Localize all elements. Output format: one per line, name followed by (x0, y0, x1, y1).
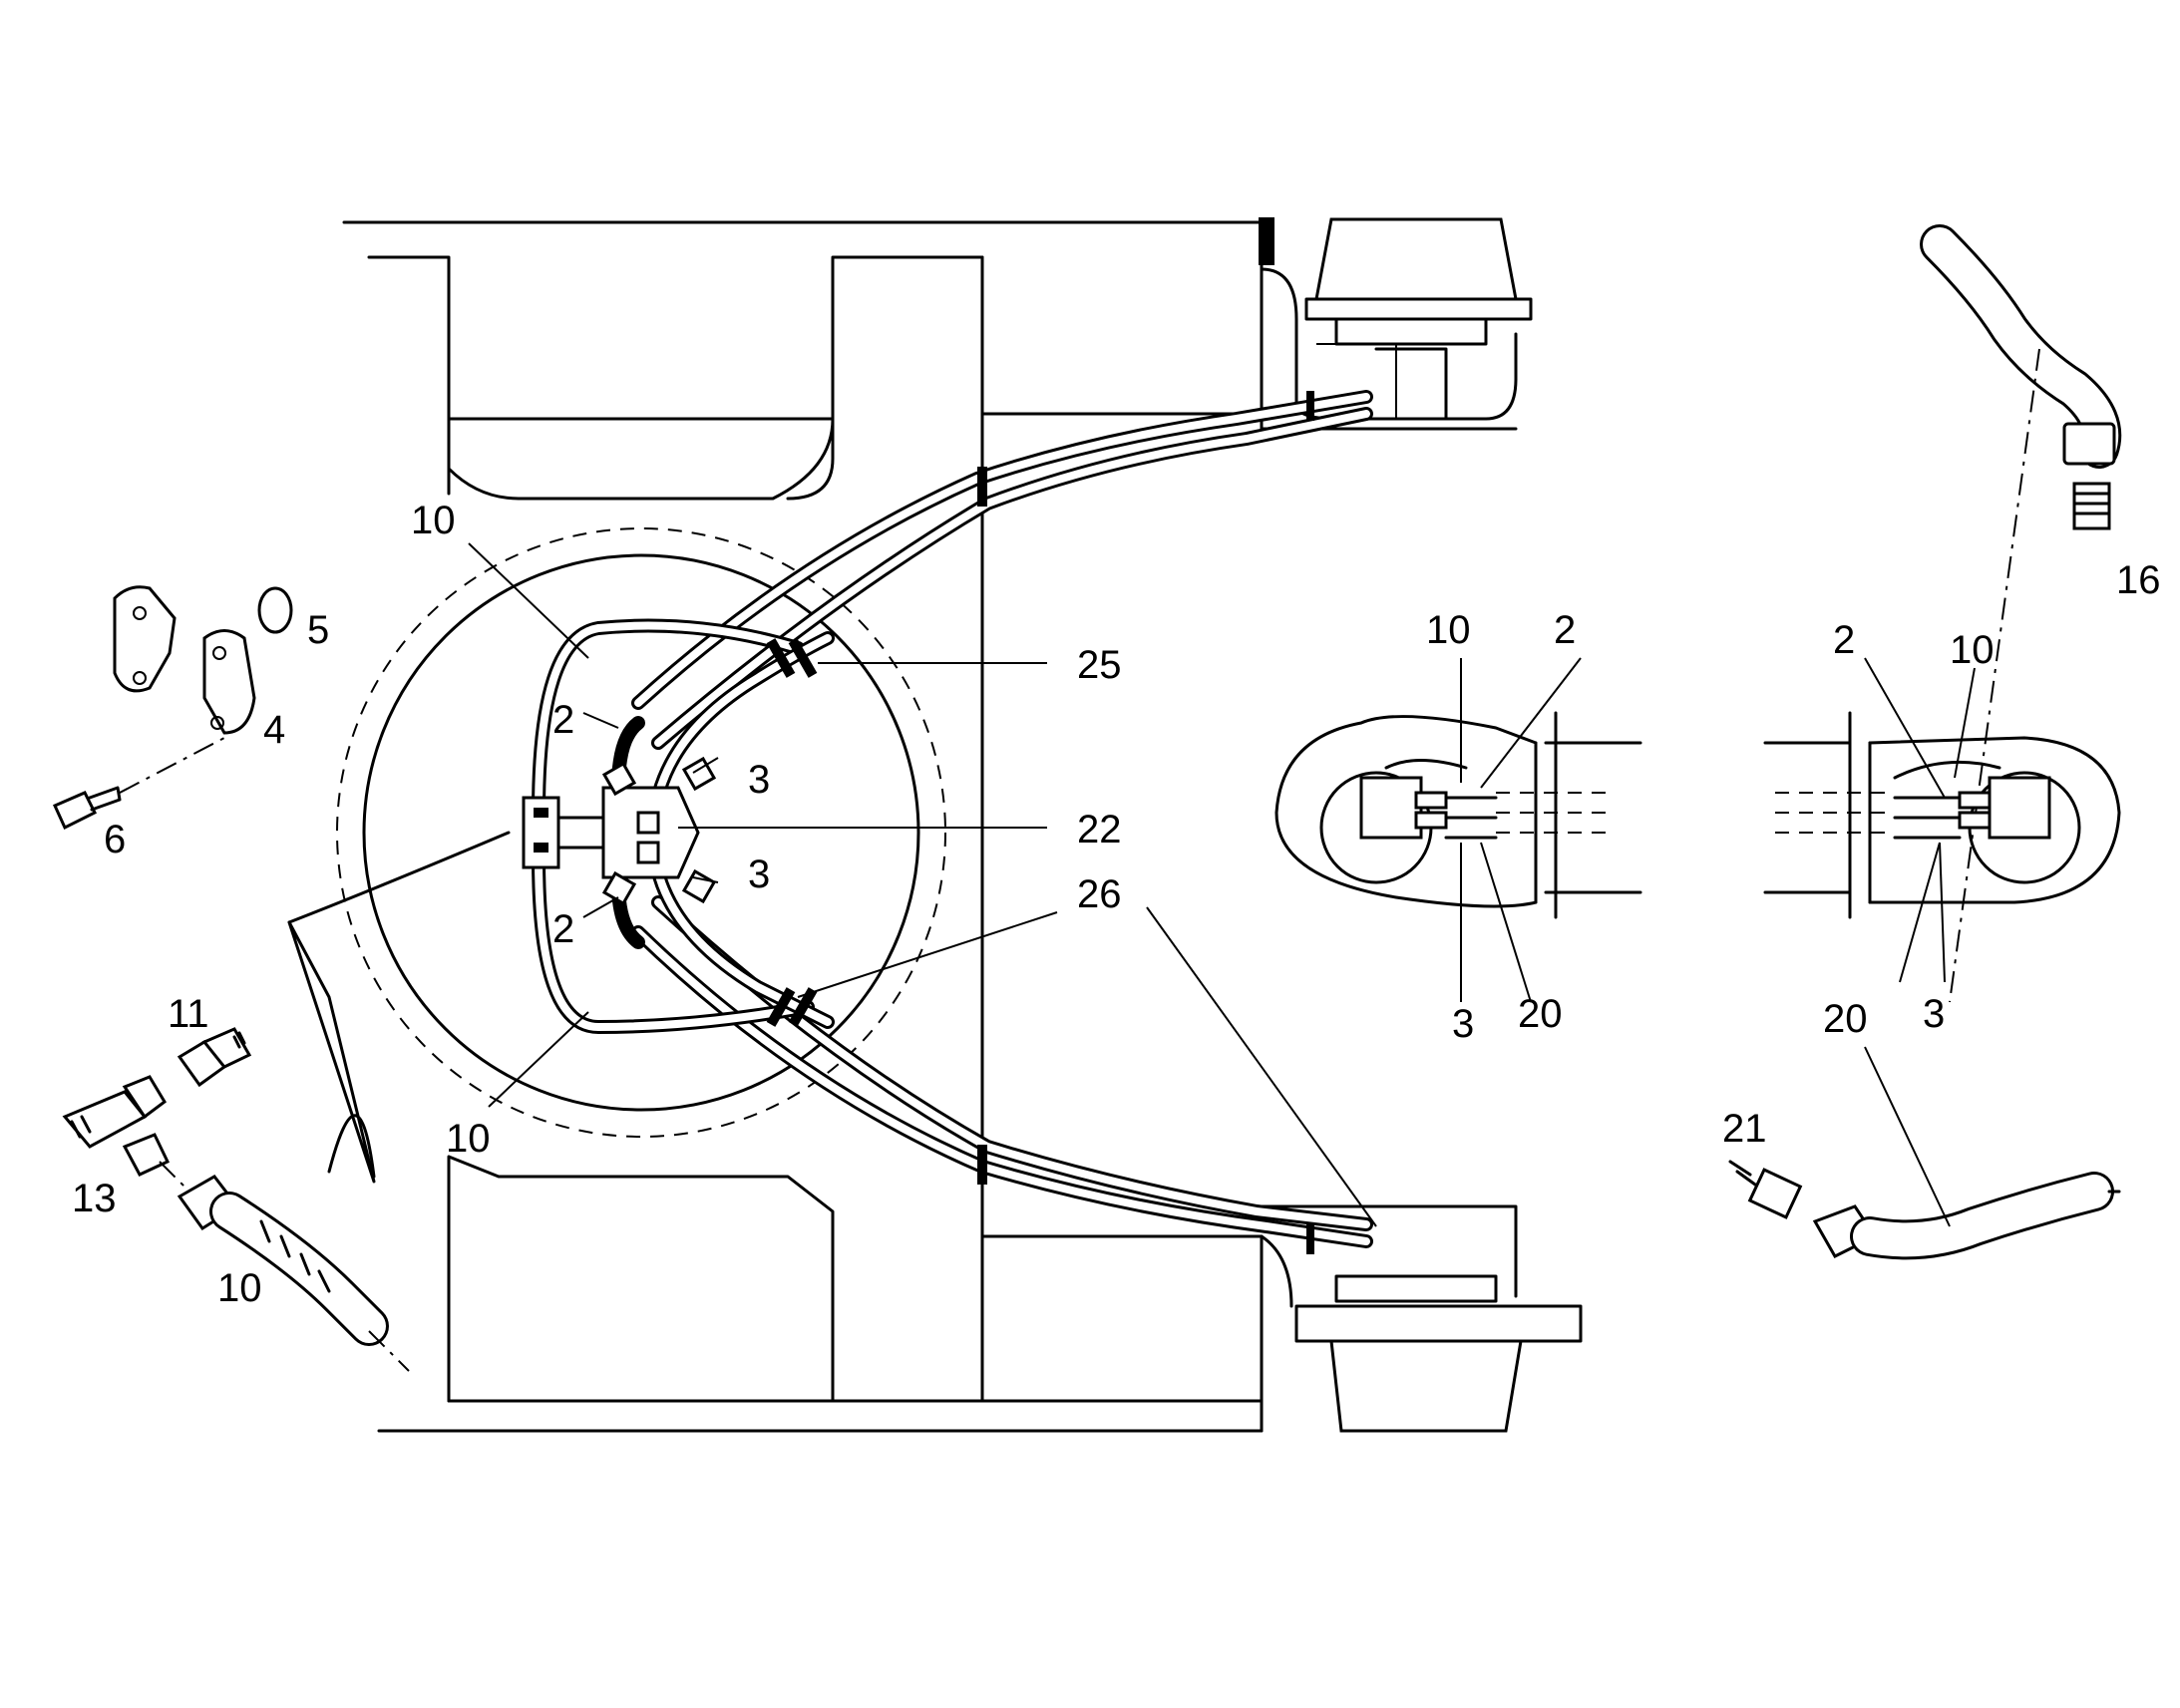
label-2-detail-left: 2 (1554, 608, 1576, 652)
top-wheel-hub (1260, 217, 1533, 421)
label-13: 13 (72, 1177, 117, 1220)
label-10-detail-right: 10 (1950, 628, 1995, 672)
label-22: 22 (1077, 808, 1122, 852)
label-6: 6 (104, 818, 126, 861)
label-3-upper: 3 (748, 758, 770, 802)
leader-lines (468, 542, 1976, 1227)
part-labels: 10 5 4 6 2 3 2 3 25 22 26 10 11 13 10 16… (72, 499, 2161, 1310)
chassis-frame (342, 217, 1518, 1433)
label-4: 4 (263, 708, 285, 752)
label-3-lower: 3 (748, 853, 770, 896)
label-10-fitting: 10 (217, 1266, 262, 1310)
detail-view-right (1763, 711, 2121, 919)
central-manifold (522, 756, 717, 906)
label-5: 5 (307, 608, 329, 652)
label-26: 26 (1077, 872, 1122, 916)
label-16: 16 (2116, 558, 2161, 602)
label-21: 21 (1722, 1107, 1767, 1151)
label-25: 25 (1077, 643, 1122, 687)
main-hoses (532, 390, 1373, 1254)
label-11: 11 (168, 992, 209, 1036)
label-2-lower: 2 (552, 907, 574, 951)
detail-view-left (1274, 711, 1642, 919)
loose-parts-left (53, 585, 410, 1372)
axle-housing (287, 527, 946, 1184)
label-3-detail-right: 3 (1923, 992, 1945, 1036)
detail-hose-fitting (1728, 1160, 2121, 1260)
label-2-detail-right: 2 (1833, 618, 1855, 662)
bottom-wheel-hub (1260, 1204, 1583, 1433)
label-3-detail-left: 3 (1452, 1002, 1474, 1046)
label-10-detail-left: 10 (1426, 608, 1471, 652)
label-10-bottom: 10 (446, 1117, 491, 1161)
detail-hose-elbow (1920, 224, 2122, 1003)
label-2-upper: 2 (552, 698, 574, 742)
label-20-detail-right: 20 (1823, 997, 1868, 1041)
label-20-detail-left: 20 (1518, 992, 1563, 1036)
label-10-top: 10 (411, 499, 456, 542)
